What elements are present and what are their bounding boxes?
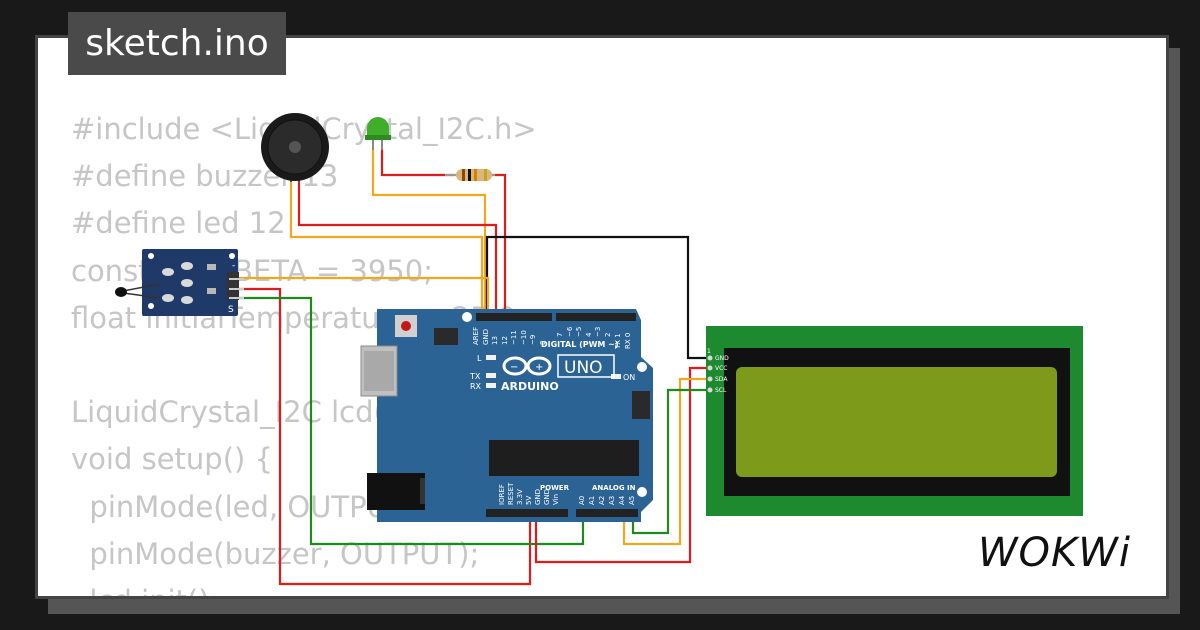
wire-red-lcd-vcc[interactable] [534, 366, 712, 564]
digital-pwm-label: DIGITAL (PWM ~) [541, 340, 619, 349]
code-line: lcd.init(); [71, 578, 571, 596]
code-line: void setup() { [71, 442, 273, 477]
lcd-pin-gnd: GND [715, 355, 729, 362]
pin-label-vin: Vin [552, 494, 560, 505]
pin-label-a2: A2 [598, 496, 606, 505]
ntc-temperature-sensor[interactable]: - S [115, 249, 244, 316]
wire-orange-led-gnd[interactable] [371, 148, 487, 318]
lcd-1602-i2c[interactable]: 1 GND VCC SDA SCL [706, 326, 1083, 516]
pin-label-a3: A3 [608, 496, 616, 505]
pin-label-9: ~9 [529, 335, 537, 345]
svg-text:+: + [535, 362, 543, 373]
wires [238, 148, 712, 586]
wire-black-lcd-gnd[interactable] [485, 235, 712, 360]
arduino-uno-board[interactable]: AREF GND 13 12 ~11 ~10 ~9 8 7 ~6 ~5 4 ~3… [360, 309, 653, 522]
resistor[interactable] [445, 169, 495, 181]
pin-label-3: ~3 [594, 327, 602, 337]
led-rx-label: RX [470, 382, 482, 391]
wire-red-buzzer-pin13[interactable] [297, 180, 498, 318]
wire-red-resistor-pin12[interactable] [490, 173, 507, 318]
pin-label-reset: RESET [507, 482, 515, 505]
wire-green-ntc-signal[interactable] [238, 296, 585, 546]
pin-label-gnd: GND [482, 329, 490, 345]
pin-label-gnd-1: GND [534, 489, 542, 505]
buzzer[interactable] [261, 113, 329, 182]
pin-label-rx0: RX 0 [624, 333, 632, 349]
analog-header [576, 509, 638, 517]
pin-label-5: ~5 [575, 327, 583, 337]
pin-label-6: ~6 [566, 326, 574, 337]
pin-label-a0: A0 [578, 496, 586, 505]
ntc-pin-minus-label: - [232, 261, 235, 271]
dc-power-jack [367, 473, 425, 510]
ntc-pin-signal-label: S [228, 305, 234, 315]
wire-red-ntc-gnd[interactable] [238, 287, 532, 586]
led-on-label: ON [623, 373, 635, 382]
pin-label-7: 7 [556, 333, 564, 337]
wire-green-lcd-scl[interactable] [631, 388, 712, 535]
arduino-brand-label: ARDUINO [501, 380, 559, 393]
pin-label-11: ~11 [510, 330, 518, 345]
arduino-logo: − + [502, 356, 552, 376]
pin-label-a1: A1 [588, 496, 596, 505]
atmega-chip [489, 440, 639, 476]
power-label: POWER [540, 484, 570, 492]
wokwi-logo: WOKWi [978, 530, 1131, 576]
pin-label-a4: A4 [618, 495, 626, 505]
code-line: #define buzzer 13 [71, 159, 339, 194]
svg-text:−: − [510, 362, 518, 373]
pin-label-a5: A5 [628, 496, 636, 505]
led-l-label: L [477, 354, 482, 363]
green-led[interactable] [365, 117, 391, 150]
arduino-model-label: UNO [564, 358, 603, 378]
wire-red-led-resistor[interactable] [380, 148, 455, 177]
wokwi-logo-text: WOKWi [978, 530, 1131, 576]
pin-label-12: 12 [501, 336, 509, 345]
led-tx-label: TX [469, 372, 481, 381]
lcd-pin-vcc: VCC [715, 365, 727, 372]
pin-label-4: 4 [585, 332, 593, 337]
pin-label-tx1: TX 1 [614, 333, 622, 350]
pin-label-ioref: IOREF [498, 484, 506, 505]
pin-label-3v3: 3.3V [516, 489, 524, 505]
lcd-screen [736, 367, 1057, 477]
digital-header-left [476, 313, 552, 321]
power-header [486, 509, 568, 517]
pin-label-2: 2 [604, 333, 612, 337]
lcd-pin-sda: SDA [715, 376, 728, 383]
wire-orange-lcd-sda[interactable] [622, 377, 712, 546]
wire-orange-ntc-vcc[interactable] [238, 276, 490, 318]
wire-orange-buzzer-gnd[interactable] [289, 180, 484, 318]
lcd-pin1-label: 1 [707, 348, 711, 355]
file-title-tab: sketch.ino [68, 12, 286, 75]
pin-label-10: ~10 [520, 330, 528, 345]
pin-label-5v: 5V [525, 496, 533, 505]
analog-in-label: ANALOG IN [592, 484, 636, 492]
digital-header-right [556, 313, 636, 321]
pin-label-13: 13 [491, 336, 499, 345]
pin-label-aref: AREF [472, 327, 480, 345]
code-line: pinMode(buzzer, OUTPUT); [71, 536, 480, 571]
pin-label-gnd-2: GND [543, 489, 551, 505]
pin-label-8: 8 [539, 341, 547, 345]
lcd-pin-scl: SCL [715, 387, 727, 394]
code-line: #define led 12 [71, 206, 286, 241]
